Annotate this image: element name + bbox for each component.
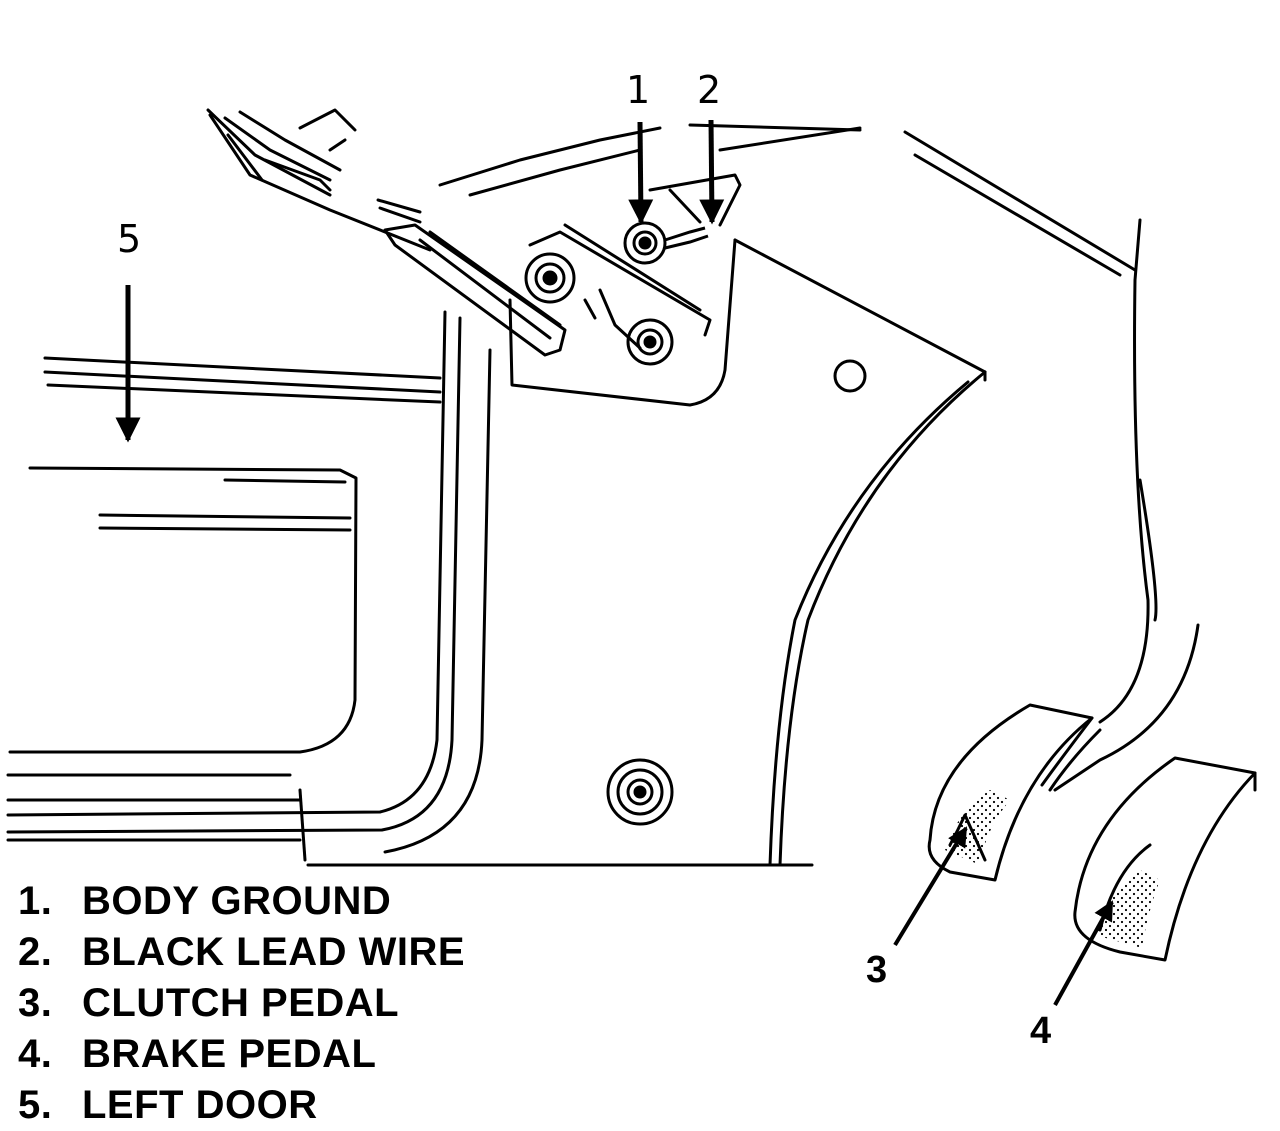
- legend-text: BLACK LEAD WIRE: [82, 930, 466, 974]
- clutch-pedal-texture: [945, 790, 1010, 865]
- firewall-contour: [903, 130, 1200, 792]
- bracket-nut-upper: [524, 252, 576, 304]
- callout-3-arrow: [893, 826, 968, 947]
- ground-bracket: [508, 173, 742, 407]
- left-door: [8, 356, 442, 754]
- panel-hole: [833, 359, 867, 393]
- legend-text: CLUTCH PEDAL: [82, 981, 400, 1025]
- dash-trim-bar: [383, 223, 567, 357]
- legend-number: 5.: [18, 1083, 53, 1127]
- legend-number: 2.: [18, 930, 53, 974]
- body-ground-bolt: [623, 221, 667, 265]
- legend: 1. BODY GROUND 2. BLACK LEAD WIRE 3. CLU…: [18, 876, 465, 1131]
- callout-4-label: 4: [1030, 1010, 1051, 1052]
- brake-pedal-texture: [1095, 870, 1160, 948]
- callout-3-label: 3: [866, 949, 887, 991]
- panel-grommet: [606, 758, 674, 826]
- callout-2-arrow: [699, 119, 725, 225]
- legend-text: LEFT DOOR: [82, 1083, 318, 1127]
- legend-number: 1.: [18, 879, 53, 923]
- legend-text: BODY GROUND: [82, 879, 392, 923]
- callout-1-label: 1: [626, 68, 650, 112]
- callout-5-label: 5: [117, 217, 141, 261]
- legend-item-left-door: 5. LEFT DOOR: [18, 1080, 465, 1131]
- legend-item-black-lead-wire: 2. BLACK LEAD WIRE: [18, 927, 465, 978]
- a-pillar: [6, 113, 492, 862]
- upper-dash-trim: [206, 108, 862, 224]
- legend-item-brake-pedal: 4. BRAKE PEDAL: [18, 1029, 465, 1080]
- bracket-nut-lower: [626, 318, 674, 366]
- black-lead-wire: [664, 226, 709, 250]
- legend-item-clutch-pedal: 3. CLUTCH PEDAL: [18, 978, 465, 1029]
- legend-item-body-ground: 1. BODY GROUND: [18, 876, 465, 927]
- callout-4-arrow: [1053, 900, 1114, 1006]
- legend-number: 3.: [18, 981, 53, 1025]
- callout-1-arrow: [628, 121, 654, 225]
- callout-2-label: 2: [697, 68, 721, 112]
- kick-panel: [306, 238, 987, 867]
- legend-number: 4.: [18, 1032, 53, 1076]
- legend-text: BRAKE PEDAL: [82, 1032, 377, 1076]
